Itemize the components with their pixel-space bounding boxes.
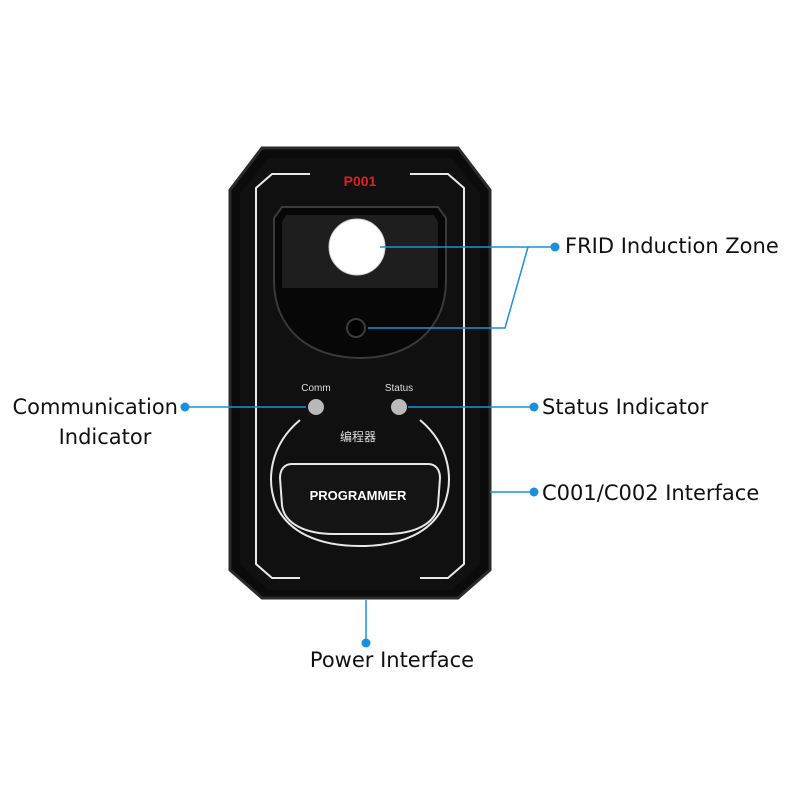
leader-dots	[180, 242, 560, 648]
status-leader-dot	[529, 402, 539, 412]
frid-small-hole	[346, 318, 366, 338]
status-led	[391, 399, 407, 415]
frid-leader-dot	[550, 242, 560, 252]
comm-led	[308, 399, 324, 415]
interface-leader-dot	[529, 487, 539, 497]
power-leader-dot	[361, 638, 371, 648]
frid-callout-label: FRID Induction Zone	[565, 234, 779, 258]
brand-label: PROGRAMMER	[310, 488, 407, 503]
chinese-label: 编程器	[340, 429, 376, 444]
power-callout-label: Power Interface	[309, 648, 475, 672]
leader-lines	[185, 246, 555, 643]
comm-led-label: Comm	[301, 383, 330, 394]
status-callout-label: Status Indicator	[542, 395, 709, 419]
comm-callout-label: Communication Indicator	[2, 392, 178, 452]
c001-c002-interface: 编程器 PROGRAMMER	[270, 419, 450, 548]
comm-callout-line2: Indicator	[58, 425, 152, 449]
interface-callout-label: C001/C002 Interface	[542, 481, 760, 505]
model-label: P001	[344, 173, 377, 189]
comm-leader-dot	[180, 402, 190, 412]
programmer-device: P001 Comm Status 编程器 PROGRAMMER	[228, 146, 492, 600]
comm-callout-line1: Communication	[12, 395, 178, 419]
status-led-label: Status	[385, 383, 413, 394]
frid-sensor-circle	[328, 218, 386, 276]
frid-induction-zone	[273, 206, 447, 360]
connector-socket	[278, 463, 442, 535]
connector-outer-outline	[270, 419, 450, 548]
frid-hole-leader-line	[368, 246, 529, 329]
device-outline-strokes	[255, 173, 465, 579]
